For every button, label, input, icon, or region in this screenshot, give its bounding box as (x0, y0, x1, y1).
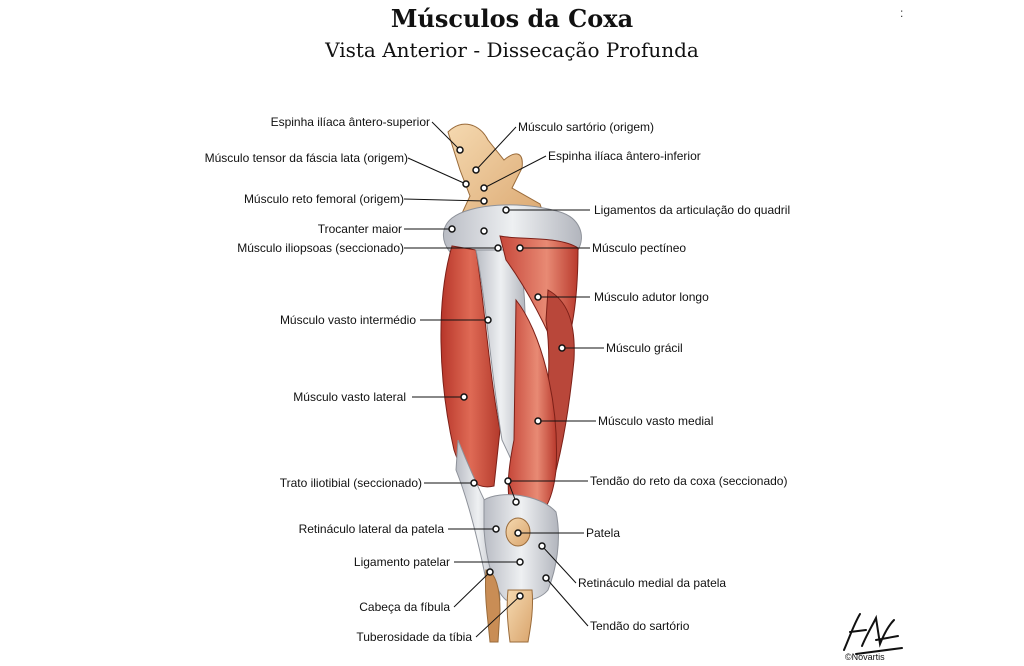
label-retinaculo-medial: Retináculo medial da patela (578, 576, 727, 590)
label-vasto-lateral: Músculo vasto lateral (293, 390, 406, 404)
diagram-title: Músculos da Coxa (390, 4, 634, 33)
label-tendao-sartorio: Tendão do sartório (590, 619, 690, 633)
label-ligamentos-quadril: Ligamentos da articulação do quadril (594, 203, 791, 217)
label-gracil: Músculo grácil (606, 341, 683, 355)
label-iliopsoas: Músculo iliopsoas (seccionado) (237, 241, 404, 255)
label-trato-iliotibial: Trato iliotibial (seccionado) (279, 476, 422, 490)
label-pectineo: Músculo pectíneo (592, 241, 687, 255)
label-tensor-fascia-lata: Músculo tensor da fáscia lata (origem) (204, 151, 408, 165)
label-trocanter: Trocanter maior (317, 222, 402, 236)
label-espinha-superior: Espinha ilíaca ântero-superior (270, 115, 430, 129)
fibula-shape (484, 569, 501, 643)
label-vasto-medial: Músculo vasto medial (598, 414, 714, 428)
corner-mark: : (900, 6, 904, 20)
label-adutor-longo: Músculo adutor longo (594, 290, 709, 304)
leader-lines (403, 121, 604, 638)
label-tendao-reto: Tendão do reto da coxa (seccionado) (590, 474, 788, 488)
label-ligamento-patelar: Ligamento patelar (353, 555, 450, 569)
label-reto-femoral: Músculo reto femoral (origem) (243, 192, 404, 206)
label-tuberosidade-tibia: Tuberosidade da tíbia (356, 630, 472, 644)
label-vasto-intermedio: Músculo vasto intermédio (279, 313, 416, 327)
label-espinha-inferior: Espinha ilíaca ântero-inferior (548, 149, 701, 163)
label-sartorio-origem: Músculo sartório (origem) (518, 120, 655, 134)
label-patela: Patela (586, 526, 621, 540)
diagram-subtitle: Vista Anterior - Dissecação Profunda (325, 38, 699, 62)
copyright-text: ©Novartis (845, 652, 885, 662)
netter-signature (843, 613, 903, 655)
marker-dots (448, 146, 566, 600)
label-cabeca-fibula: Cabeça da fíbula (359, 600, 450, 614)
label-retinaculo-lateral: Retináculo lateral da patela (298, 522, 444, 536)
